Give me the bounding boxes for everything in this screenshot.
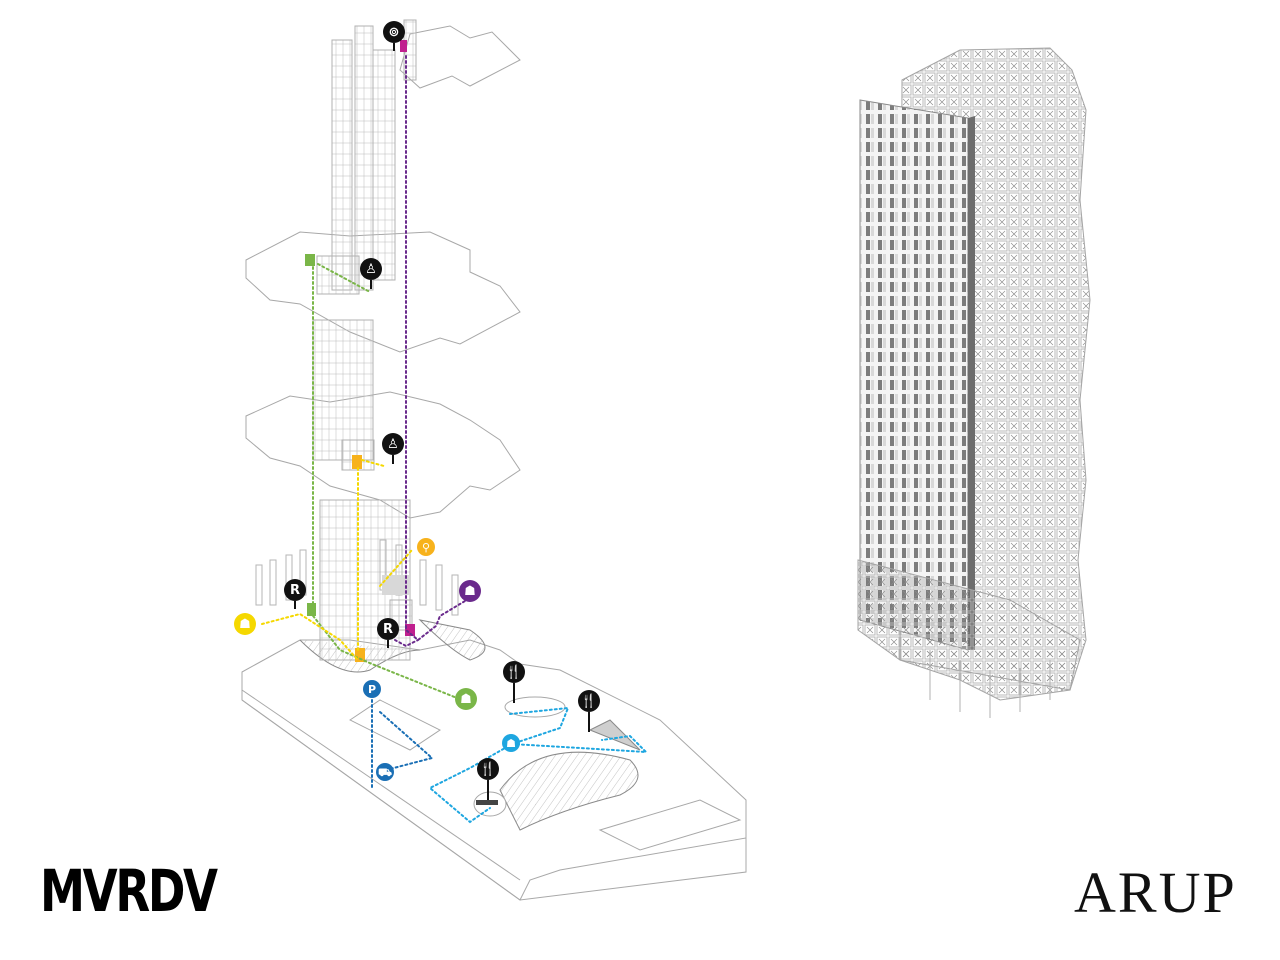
marker-stem bbox=[393, 43, 395, 51]
orange-block-mid bbox=[352, 455, 362, 469]
fork-knife-icon: 🍴 bbox=[578, 690, 600, 712]
arup-logo: ARUP bbox=[1074, 860, 1237, 925]
marker-stem bbox=[392, 455, 394, 464]
route-cyan bbox=[428, 706, 649, 824]
marker-stem bbox=[294, 601, 296, 609]
marker-stem bbox=[588, 712, 590, 732]
floor-plate-middle bbox=[245, 391, 521, 519]
tower-shaft-top-b bbox=[354, 25, 374, 291]
person-desk-icon: ♙ bbox=[382, 433, 404, 455]
route-purple-res bbox=[394, 639, 419, 648]
route-purple bbox=[405, 55, 471, 642]
person-icon-purple: ☗ bbox=[459, 580, 481, 602]
fork-knife-icon: 🍴 bbox=[503, 661, 525, 683]
route-yellow bbox=[261, 459, 413, 661]
dining-plate-icon: ⊚ bbox=[383, 21, 405, 43]
marker-stem bbox=[370, 280, 372, 289]
landscape-mound bbox=[499, 751, 639, 831]
magenta-block-podium bbox=[405, 624, 415, 636]
person-icon-yellow: ☗ bbox=[234, 613, 256, 635]
tower-shaft-top-a bbox=[331, 39, 353, 291]
green-block-podium bbox=[307, 603, 316, 616]
route-blue bbox=[371, 699, 435, 791]
axonometric-diagram bbox=[241, 19, 747, 901]
floor-plate-top bbox=[399, 25, 521, 89]
parking-icon: P bbox=[363, 680, 381, 698]
marker-stem bbox=[387, 640, 389, 648]
person-desk-icon: ♙ bbox=[360, 258, 382, 280]
letter-r-icon: R bbox=[377, 618, 399, 640]
bicycle-icon: ⚲ bbox=[417, 538, 435, 556]
car-icon: ⛟ bbox=[376, 763, 394, 781]
mvrdv-logo: MVRDV bbox=[40, 857, 218, 925]
fork-knife-icon: 🍴 bbox=[477, 758, 499, 780]
magenta-block-top bbox=[400, 40, 407, 52]
structural-tower bbox=[857, 47, 1091, 718]
letter-r-icon: R bbox=[284, 579, 306, 601]
green-block-upper bbox=[305, 254, 315, 266]
person-icon-cyan: ☗ bbox=[502, 734, 520, 752]
tower-shaft-mid bbox=[312, 319, 374, 461]
marker-stem bbox=[487, 780, 489, 800]
marker-stem bbox=[513, 683, 515, 703]
person-icon-green: ☗ bbox=[455, 688, 477, 710]
orange-block-podium bbox=[355, 648, 365, 662]
program-blocks bbox=[305, 40, 415, 662]
